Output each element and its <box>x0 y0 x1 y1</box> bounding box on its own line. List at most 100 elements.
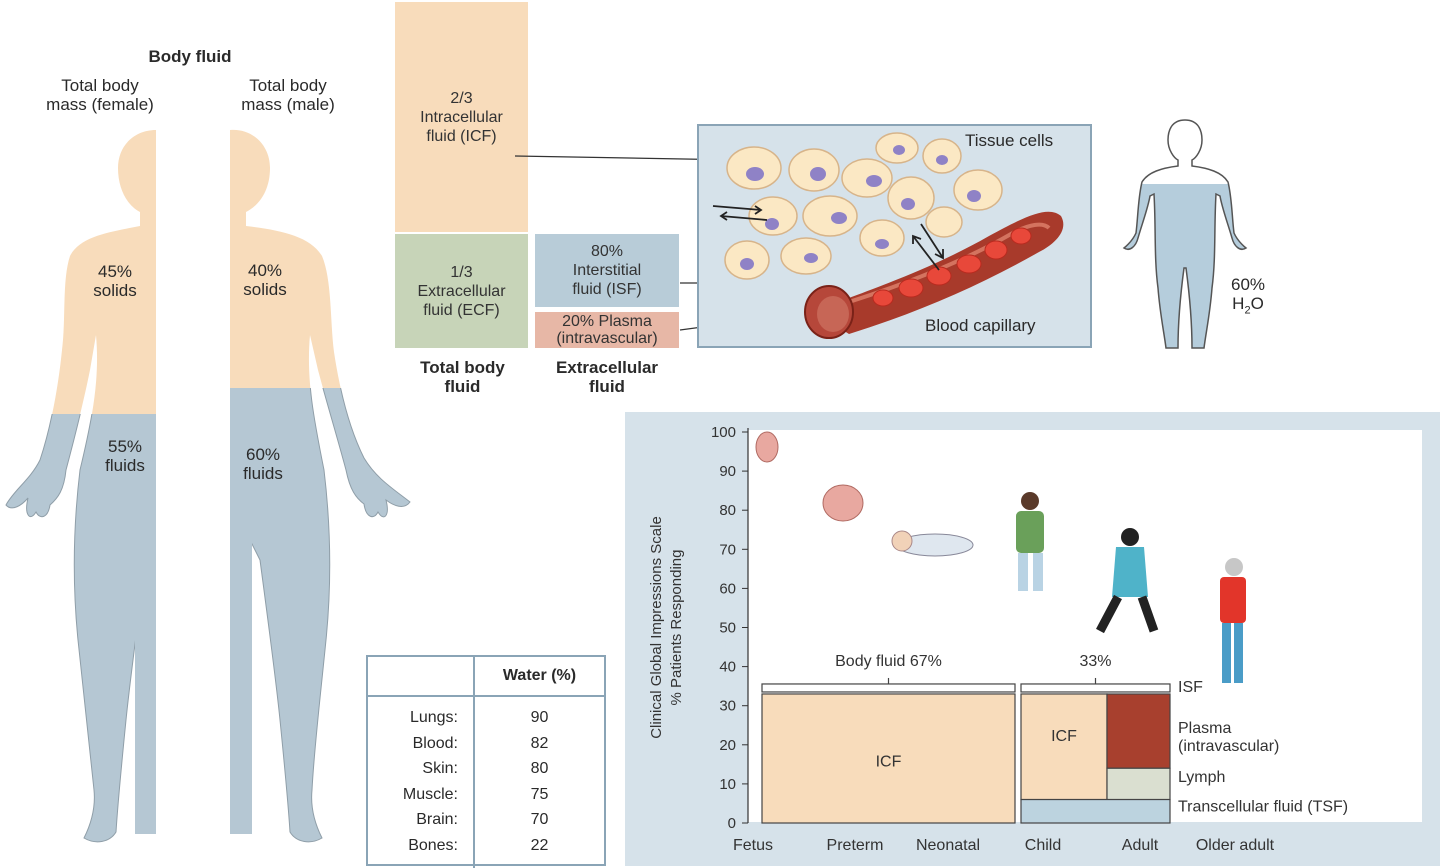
isf-abbrev: fluid (ISF) <box>572 281 642 298</box>
plasma-percent: 20% Plasma <box>562 313 652 330</box>
child-icon <box>1016 492 1044 591</box>
x-category-label: Adult <box>1122 837 1159 854</box>
table-row-value: 90 <box>530 709 549 726</box>
y-tick-label: 20 <box>719 737 736 754</box>
body-silhouettes <box>5 129 411 843</box>
preterm-icon <box>822 484 864 522</box>
icf-fraction: 2/3 <box>450 89 473 107</box>
male-heading: Total body mass (male) <box>208 76 368 114</box>
x-category-label: Fetus <box>733 837 773 854</box>
female-heading-line2: mass (female) <box>46 95 154 114</box>
ecf-fraction: 1/3 <box>450 263 473 281</box>
table-divider-vertical <box>473 657 475 868</box>
older-adult-icon <box>1220 558 1246 683</box>
ecf-caption-line2: fluid <box>589 377 625 396</box>
y-tick-label: 100 <box>711 424 736 441</box>
formula-sub: 2 <box>1244 304 1251 317</box>
total-body-fluid-caption: Total body fluid <box>395 358 530 396</box>
table-row-value: 82 <box>530 734 549 752</box>
table-row-value: 70 <box>530 811 549 828</box>
y-tick-label: 30 <box>719 698 736 715</box>
female-solids-label: 45% solids <box>70 262 160 300</box>
bar-segment-plasma <box>1106 693 1171 769</box>
x-category-label: Neonatal <box>916 837 980 854</box>
body-water-label: 60% H2O <box>1218 275 1278 320</box>
icf-abbrev: fluid (ICF) <box>426 127 497 145</box>
y-tick-label: 70 <box>719 541 736 558</box>
y-axis-label-line2: % Patients Responding <box>668 550 685 706</box>
blood-capillary-label: Blood capillary <box>925 316 1036 335</box>
total-caption-line1: Total body <box>420 358 505 377</box>
body-water-percent: 60% <box>1230 275 1266 294</box>
female-fluids-word: fluids <box>105 456 145 475</box>
isf-word: Interstitial <box>572 262 642 279</box>
table-row-organ: Bones: <box>408 836 458 854</box>
male-heading-line1: Total body <box>249 76 327 95</box>
formula-h: H <box>1232 294 1245 313</box>
female-fluids-percent: 55% <box>107 437 143 456</box>
female-heading-line1: Total body <box>61 76 139 95</box>
table-row-organ: Brain: <box>416 811 458 828</box>
bracket-label: Body fluid 67% <box>835 653 942 670</box>
icf-box: 2/3 Intracellular fluid (ICF) <box>395 2 528 232</box>
bar-segment-lymph <box>1106 767 1171 801</box>
water-body-figure <box>1123 119 1247 349</box>
exchange-arrows <box>712 205 944 271</box>
x-category-label: Older adult <box>1196 837 1275 854</box>
y-tick-label: 40 <box>719 659 736 676</box>
adult-icon <box>1096 528 1159 634</box>
plasma-word: (intravascular) <box>556 330 658 347</box>
male-solids-label: 40% solids <box>220 261 310 299</box>
life-stage-illustrations <box>755 431 1246 683</box>
legend-label: Plasma <box>1178 720 1231 737</box>
ecf-caption-line1: Extracellular <box>555 358 659 377</box>
table-row-organ: Blood: <box>412 734 458 752</box>
legend-label: (intravascular) <box>1178 738 1279 755</box>
bar-segment-icf <box>1020 693 1108 801</box>
y-tick-label: 10 <box>719 776 736 793</box>
isf-percent: 80% <box>590 243 624 260</box>
female-fluids-label: 55% fluids <box>80 437 170 475</box>
y-axis-label-line1: Clinical Global Impressions Scale <box>648 516 665 739</box>
table-row-organ: Lungs: <box>409 709 458 726</box>
tissue-panel <box>697 124 1092 348</box>
ecf-box: 1/3 Extracellular fluid (ECF) <box>395 234 528 348</box>
ecf-abbrev: fluid (ECF) <box>423 301 500 319</box>
body-fluid-title: Body fluid <box>148 47 232 66</box>
table-header-water: Water (%) <box>502 667 577 684</box>
bar-segment-icf <box>761 693 1016 824</box>
table-row-value: 75 <box>530 785 549 803</box>
male-heading-line2: mass (male) <box>241 95 335 114</box>
y-tick-label: 60 <box>719 580 736 597</box>
x-category-label: Preterm <box>827 837 884 854</box>
bar-segment-label: ICF <box>876 753 902 770</box>
male-solids-word: solids <box>243 280 287 299</box>
table-row-organ: Skin: <box>422 760 458 777</box>
bar-segment-tsf <box>1020 798 1171 824</box>
male-fluids-word: fluids <box>243 464 283 483</box>
male-fluids-percent: 60% <box>245 445 281 464</box>
formula-o: O <box>1250 294 1264 313</box>
bracket-label: 33% <box>1079 653 1111 670</box>
ecf-word: Extracellular <box>417 282 506 300</box>
body-water-formula: H2O <box>1218 294 1278 320</box>
total-caption-line2: fluid <box>444 377 481 396</box>
legend-label: Lymph <box>1178 769 1225 786</box>
y-tick-label: 0 <box>728 815 736 832</box>
tissue-cells <box>724 132 1003 280</box>
x-category-label: Child <box>1025 837 1061 854</box>
table-row-value: 22 <box>530 836 549 854</box>
neonatal-icon <box>891 530 974 557</box>
table-divider-horizontal <box>368 695 604 697</box>
tissue-illustration <box>712 132 1064 339</box>
male-fluids-label: 60% fluids <box>218 445 308 483</box>
female-solids-word: solids <box>93 281 137 300</box>
legend-label: Transcellular fluid (TSF) <box>1178 798 1348 815</box>
female-solids-percent: 45% <box>97 262 133 281</box>
tissue-cells-label: Tissue cells <box>965 131 1054 150</box>
fetus-icon <box>755 431 779 463</box>
plasma-box: 20% Plasma (intravascular) <box>535 312 679 348</box>
legend-label: ISF <box>1178 679 1203 696</box>
